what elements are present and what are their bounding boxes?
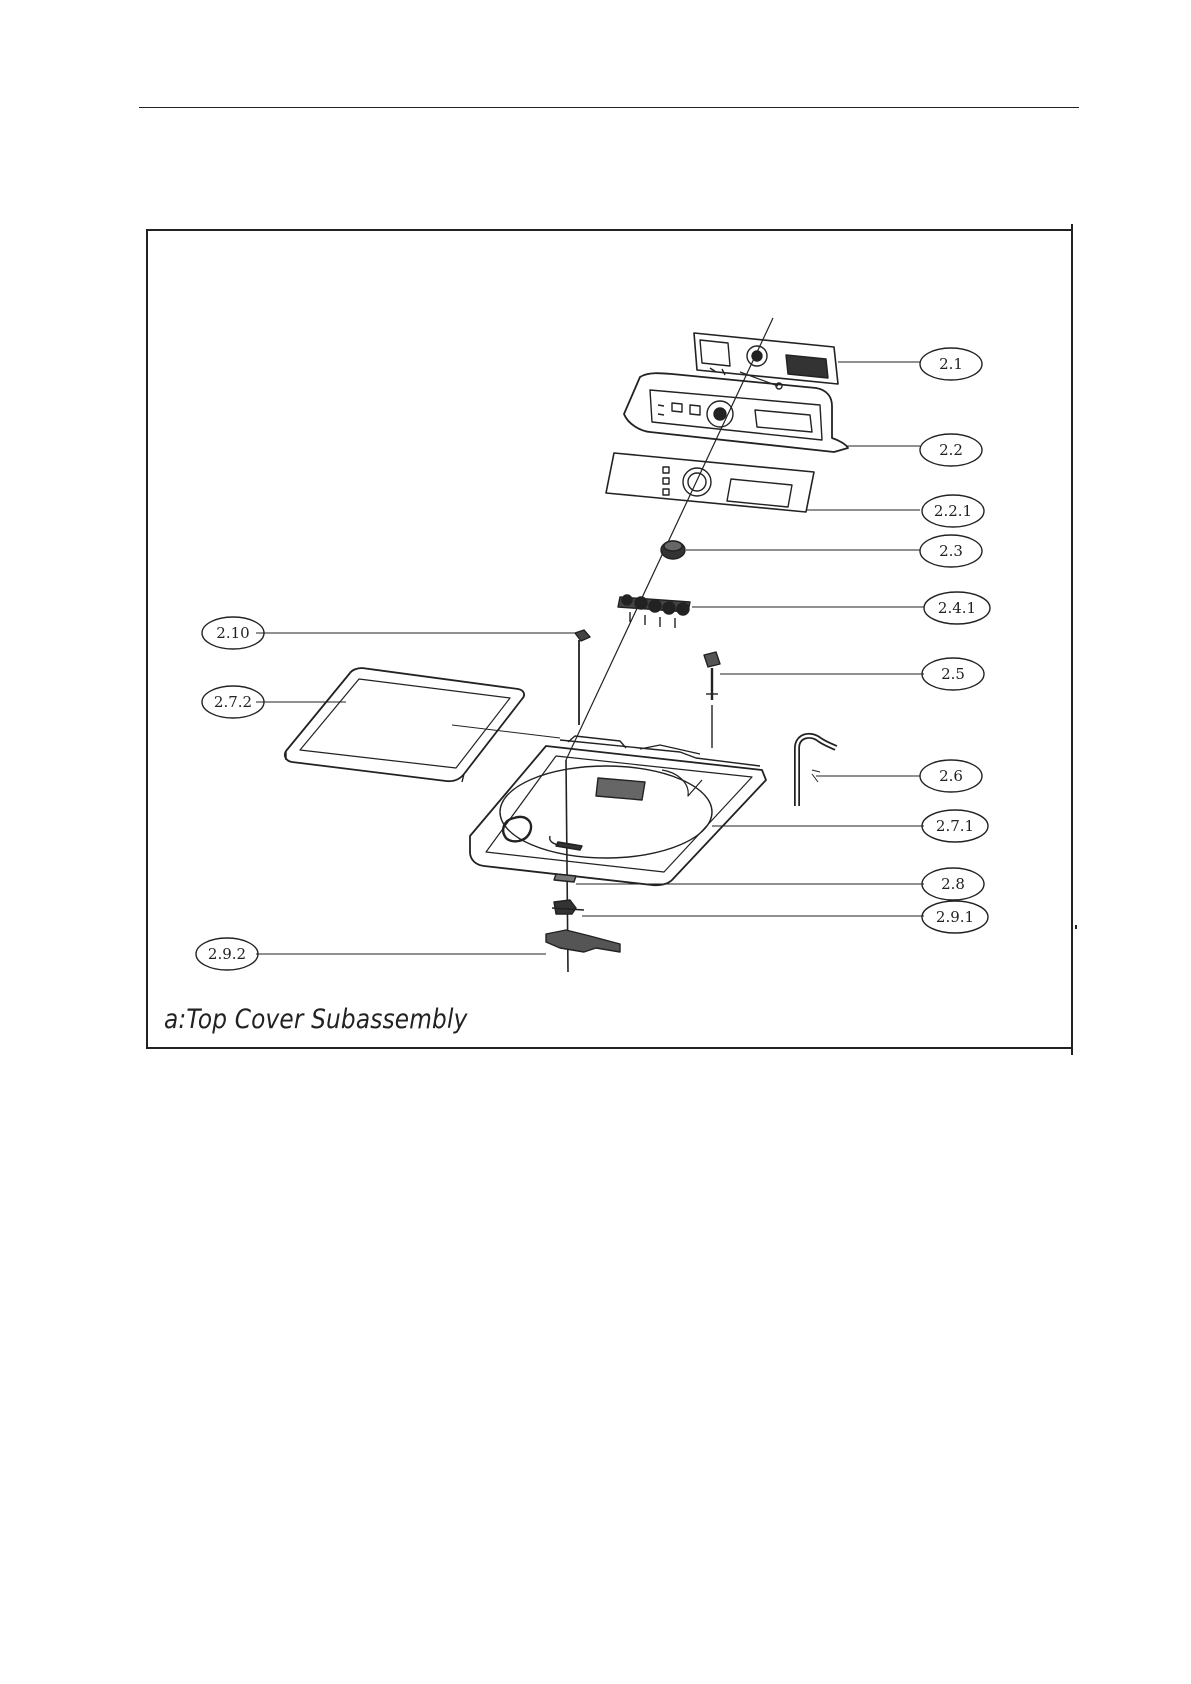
panel-decal-part [606, 453, 814, 512]
callout-label-2-4-1: 2.4.1 [938, 599, 976, 617]
callout-label-2-2-1: 2.2.1 [934, 502, 972, 520]
lid-switch-cover-part [554, 874, 576, 882]
water-level-sensor-part [704, 652, 720, 748]
callout-label-2-7-1: 2.7.1 [936, 817, 974, 835]
lock-pin-part [575, 630, 590, 725]
callout-label-2-9-1: 2.9.1 [936, 908, 974, 926]
callout-label-2-3: 2.3 [939, 542, 963, 560]
callout-label-2-1: 2.1 [939, 355, 963, 373]
callout-label-2-6: 2.6 [939, 767, 963, 785]
lid-switch-part [552, 900, 584, 914]
callout-label-2-2: 2.2 [939, 441, 963, 459]
control-board-part [694, 333, 838, 389]
lid-part [285, 668, 524, 782]
callout-label-2-7-2: 2.7.2 [214, 693, 252, 711]
callout-bubbles [196, 348, 990, 970]
diagram-caption: a:Top Cover Subassembly [164, 1004, 467, 1035]
callout-label-2-8: 2.8 [941, 875, 965, 893]
assembly-axis-main [566, 318, 773, 760]
lid-switch-bracket-part [546, 930, 620, 952]
button-set-part [618, 595, 690, 628]
callout-label-2-10: 2.10 [216, 624, 249, 642]
control-panel-housing-part [624, 373, 848, 452]
program-knob-part [661, 541, 685, 559]
callout-label-2-9-2: 2.9.2 [208, 945, 246, 963]
top-cover-part [470, 736, 766, 885]
assembly-axis-lid [452, 725, 560, 738]
callout-label-2-5: 2.5 [941, 665, 965, 683]
